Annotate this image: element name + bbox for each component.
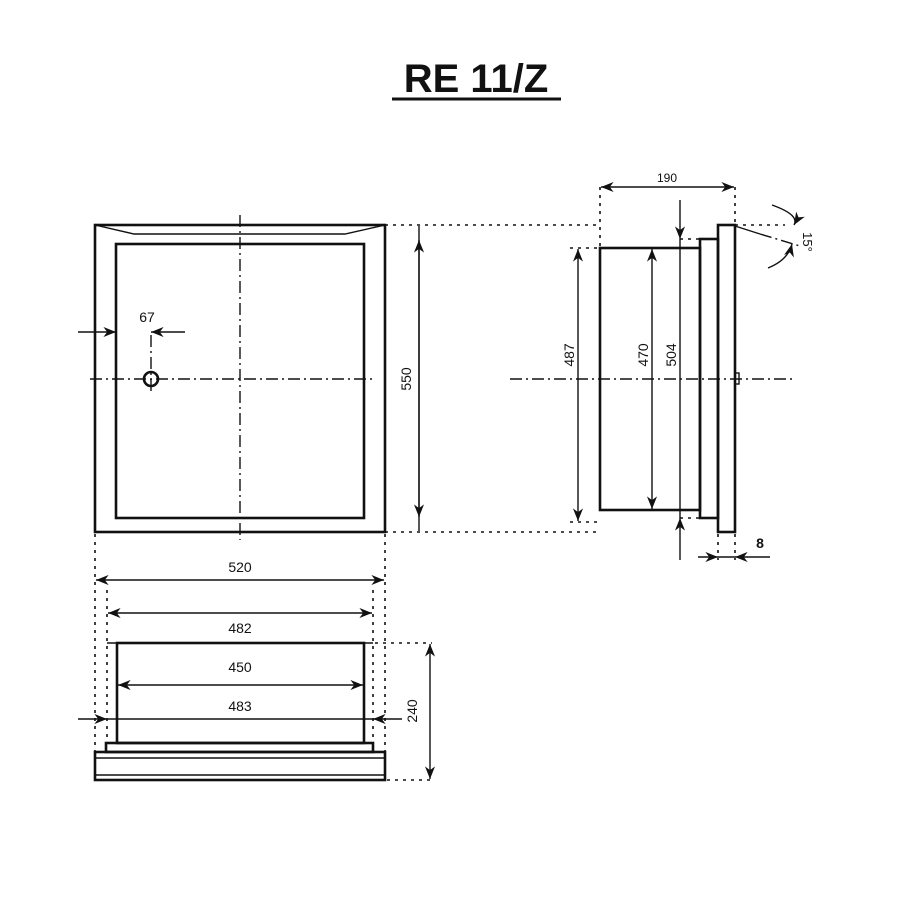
bottom-view: 450 483 240 [78, 641, 436, 782]
angle-label: 15° [800, 232, 815, 252]
dim-keyhole-label: 67 [139, 309, 155, 325]
drawing-title: RE 11/Z [404, 57, 549, 101]
dim-190-label: 190 [657, 171, 677, 185]
front-view: 67 550 520 482 [78, 215, 600, 780]
dim-487-label: 487 [561, 343, 577, 367]
dim-height-label: 550 [398, 367, 414, 391]
dim-depth-label: 240 [404, 699, 420, 723]
dim-470-label: 470 [635, 343, 651, 367]
dim-450-label: 450 [228, 659, 252, 675]
dim-483-label: 483 [228, 698, 252, 714]
dim-504-label: 504 [663, 343, 679, 367]
dim-thickness-label: 8 [756, 535, 764, 551]
keyhole-icon [142, 370, 160, 388]
dim-482-label: 482 [228, 620, 252, 636]
dim-width-label: 520 [228, 559, 252, 575]
side-view: 190 487 470 504 8 15° [510, 171, 815, 563]
